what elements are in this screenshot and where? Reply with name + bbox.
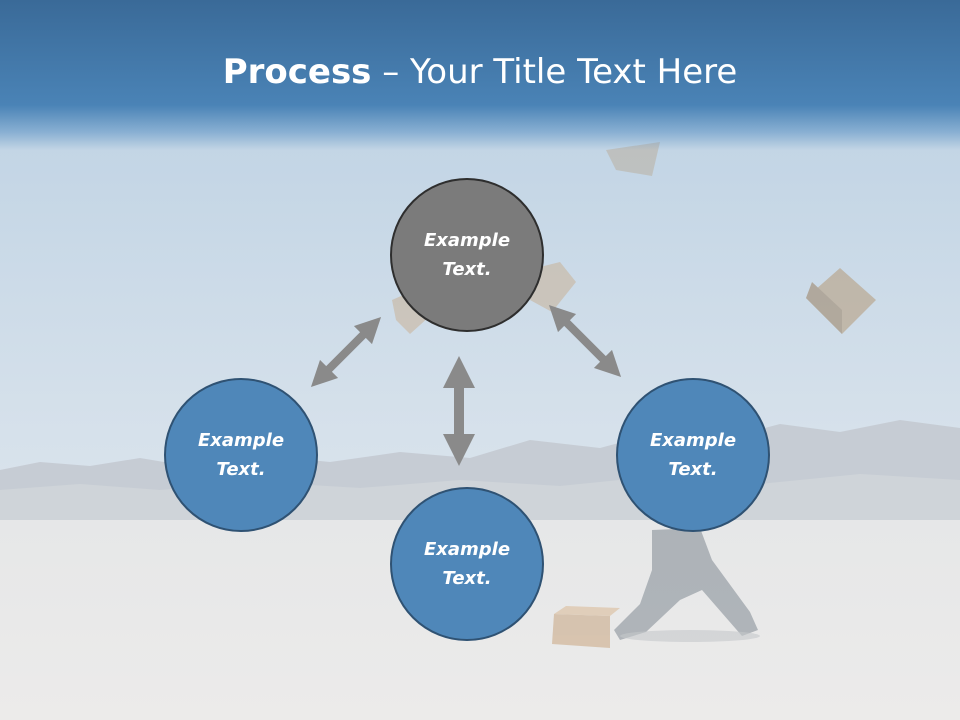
arrow-top-right: [548, 304, 622, 378]
process-node-right: Example Text.: [616, 378, 770, 532]
page-title: Process – Your Title Text Here: [0, 52, 960, 92]
process-node-left: Example Text.: [164, 378, 318, 532]
process-node-bottom: Example Text.: [390, 487, 544, 641]
box-on-ground: [552, 606, 620, 648]
process-node-top: Example Text.: [390, 178, 544, 332]
node-left-line1: Example: [197, 430, 285, 451]
node-top-line2: Text.: [442, 259, 492, 280]
node-bottom-line2: Text.: [442, 568, 492, 589]
floating-box-top-right: [806, 268, 876, 334]
floating-box-top: [606, 142, 660, 176]
title-bold: Process: [222, 52, 372, 92]
node-top-line1: Example: [423, 230, 511, 251]
node-right-line2: Text.: [668, 459, 718, 480]
node-bottom-line1: Example: [423, 539, 511, 560]
walking-person-silhouette: [614, 528, 760, 642]
title-bar: [0, 0, 960, 150]
title-rest: – Your Title Text Here: [371, 52, 738, 92]
node-left-line2: Text.: [216, 459, 266, 480]
node-right-line1: Example: [649, 430, 737, 451]
arrow-top-left: [310, 316, 382, 388]
